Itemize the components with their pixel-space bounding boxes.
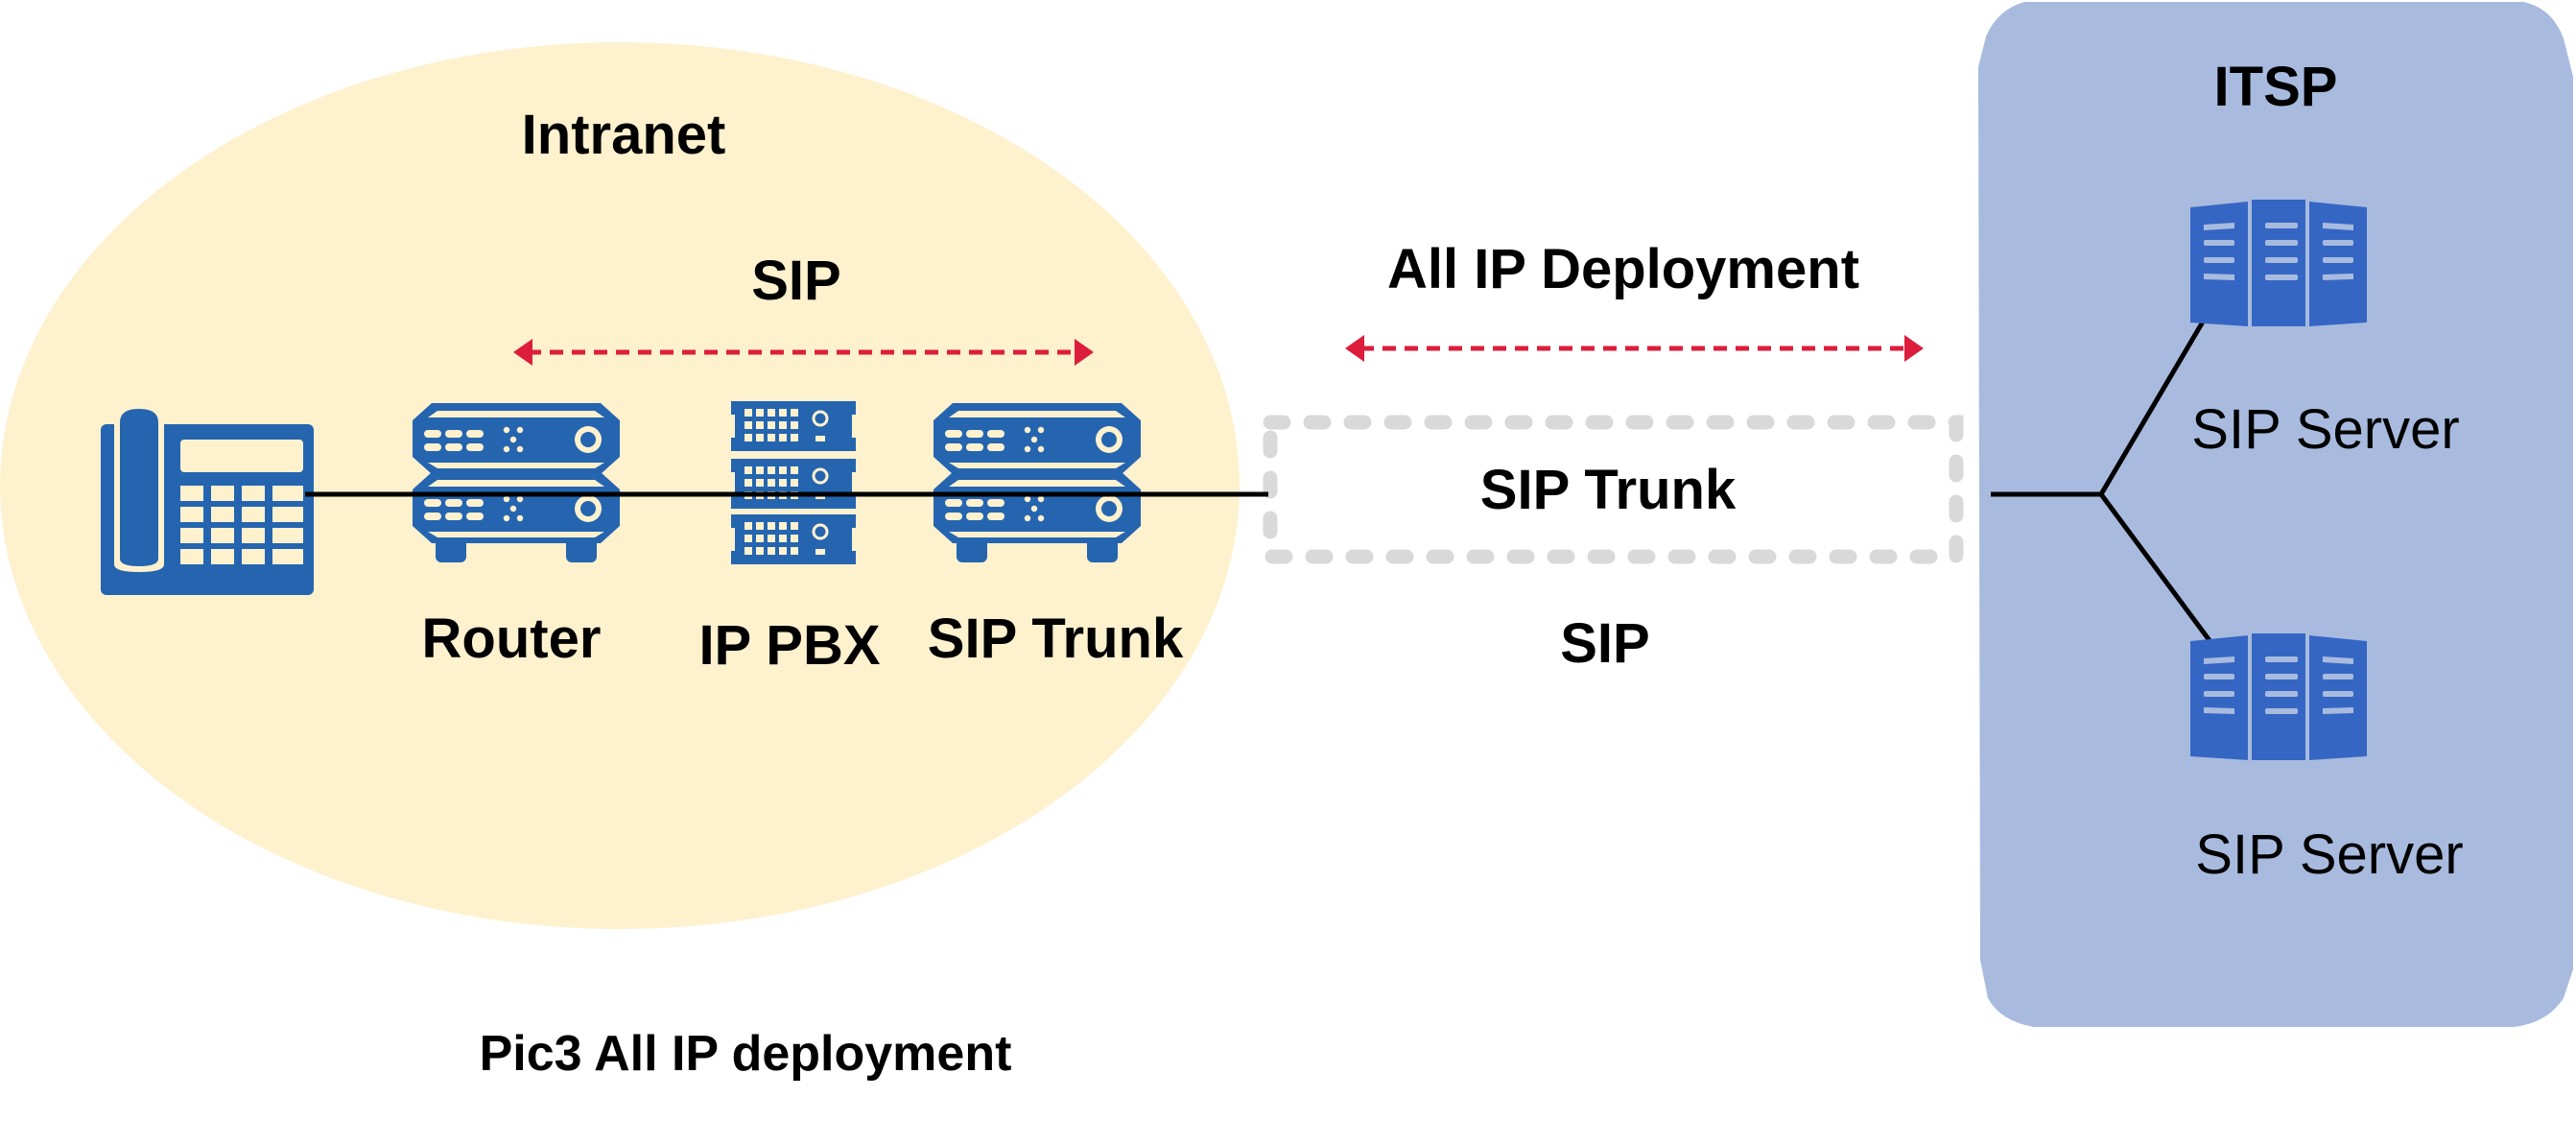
itsp-label: ITSP: [2214, 56, 2338, 118]
router-icon: [413, 403, 620, 562]
intranet-region: [0, 42, 1240, 929]
sip-server-1-icon: [2190, 200, 2367, 326]
ip-pbx-icon: [729, 399, 858, 566]
itsp-region: [1978, 2, 2573, 1027]
sip-trunk-device-label: SIP Trunk: [928, 608, 1184, 670]
intranet-label: Intranet: [522, 104, 726, 166]
router-label: Router: [422, 608, 602, 670]
intranet-sip-arrow: [513, 339, 1094, 366]
sip-trunk-box: [1263, 415, 1964, 564]
figure-caption: Pic3 All IP deployment: [480, 1026, 1012, 1082]
all-ip-deployment-label: All IP Deployment: [1387, 238, 1859, 300]
sip-trunk-device-icon: [934, 403, 1141, 562]
ip-pbx-label: IP PBX: [698, 614, 880, 677]
sip-server-1-label: SIP Server: [2191, 398, 2459, 461]
intranet-sip-label: SIP: [751, 250, 841, 312]
sip-server-2-icon: [2190, 633, 2367, 760]
sip-trunk-label: SIP Trunk: [1480, 459, 1737, 521]
sip-server-2-label: SIP Server: [2195, 823, 2463, 886]
ip-phone-icon: [101, 403, 314, 595]
all-ip-deployment-arrow: [1345, 335, 1924, 362]
link-sip-label: SIP: [1560, 612, 1650, 675]
